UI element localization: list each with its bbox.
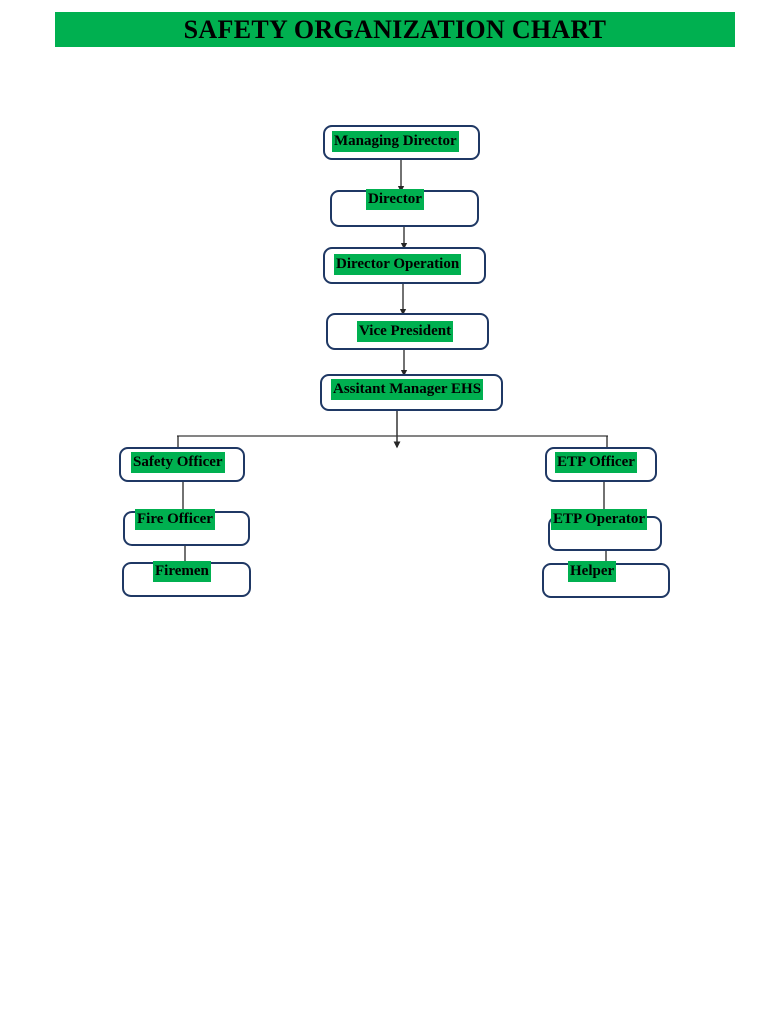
- chart-title-banner: SAFETY ORGANIZATION CHART: [55, 12, 735, 47]
- org-node-label-vice-president: Vice President: [357, 321, 454, 342]
- org-node-label-director-operation: Director Operation: [334, 254, 462, 275]
- org-node-label-etp-operator: ETP Operator: [551, 509, 648, 530]
- org-node-label-assistant-manager-ehs: Assitant Manager EHS: [331, 379, 484, 400]
- org-node-label-helper: Helper: [568, 561, 617, 582]
- org-node-label-etp-officer: ETP Officer: [555, 452, 637, 473]
- org-node-label-firemen: Firemen: [153, 561, 211, 582]
- org-node-label-director: Director: [366, 189, 424, 210]
- page-title: SAFETY ORGANIZATION CHART: [183, 14, 607, 44]
- org-node-label-managing-director: Managing Director: [332, 131, 459, 152]
- org-node-label-fire-officer: Fire Officer: [135, 509, 215, 530]
- org-node-label-safety-officer: Safety Officer: [131, 452, 225, 473]
